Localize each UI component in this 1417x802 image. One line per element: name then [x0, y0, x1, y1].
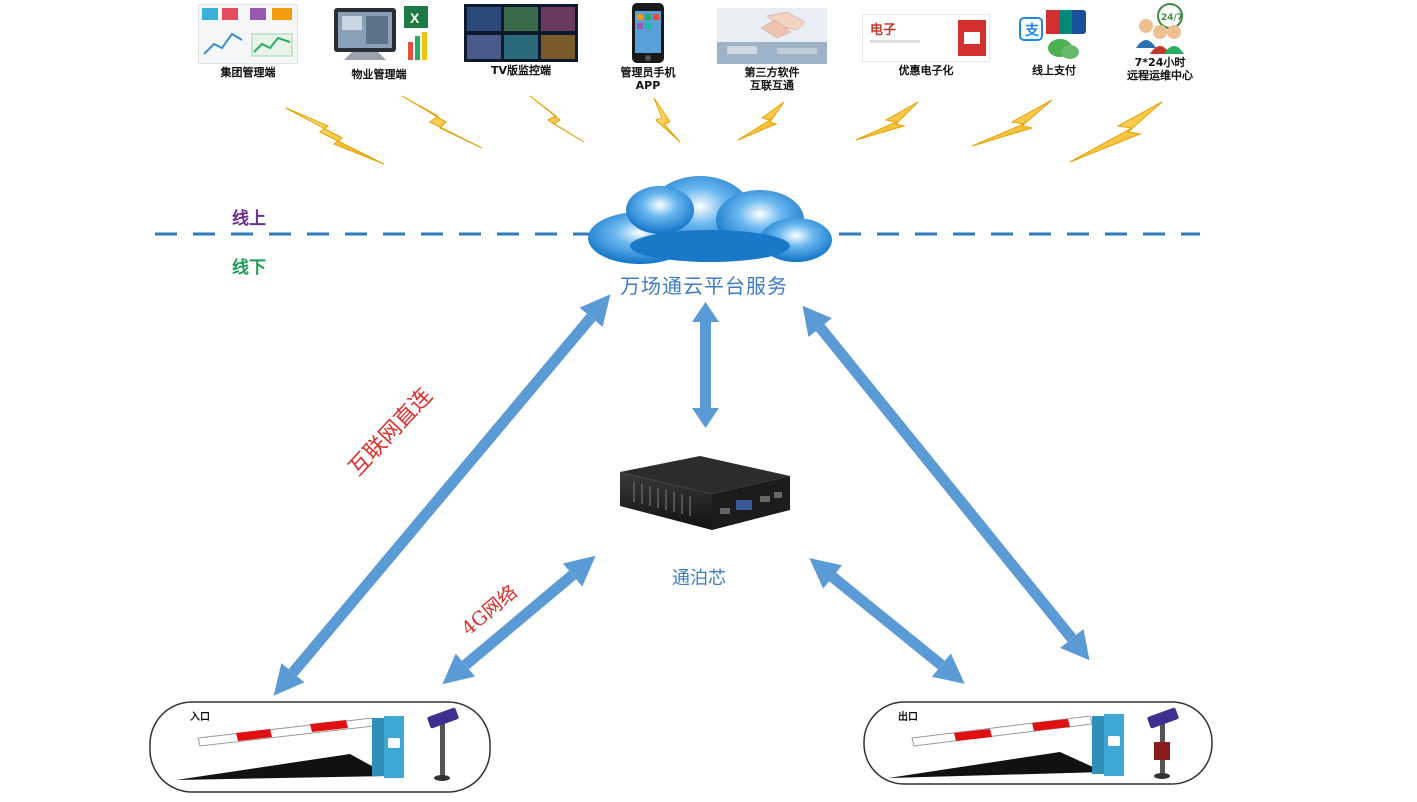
- top-item-group-admin: 集团管理端: [178, 4, 318, 79]
- connection-arrows: [273, 294, 1090, 696]
- handshake-network-icon: [717, 8, 827, 64]
- tv-monitor-wall-icon: [464, 4, 578, 62]
- e-coupon-icon: 电子: [862, 14, 990, 62]
- cloud-device-arrow: [692, 302, 719, 428]
- top-item-ops-center: 24/7 7*24小时 远程运维中心: [1090, 2, 1230, 82]
- top-item-e-coupon: 电子 优惠电子化: [856, 14, 996, 77]
- lightning-icon: [653, 97, 681, 143]
- top-item-third-party: 第三方软件 互联互通: [702, 8, 842, 92]
- payment-logos-icon: 支: [1019, 10, 1086, 59]
- lightning-icon: [401, 95, 483, 149]
- top-label-online-payment: 线上支付: [1032, 64, 1076, 77]
- lightning-icon: [855, 101, 919, 141]
- cloud-icon: [588, 176, 832, 264]
- entrance-gate: [149, 701, 491, 793]
- top-item-mobile-app: 管理员手机 APP: [578, 2, 718, 92]
- lightning-icon: [737, 101, 785, 141]
- device-exit-arrow: [809, 558, 965, 684]
- top-label-mobile-app: 管理员手机 APP: [620, 66, 676, 92]
- top-label-tv-monitor: TV版监控端: [490, 64, 552, 77]
- top-item-tv-monitor: TV版监控端: [451, 4, 591, 77]
- top-item-online-payment: 支 线上支付: [984, 8, 1124, 77]
- lightning-bolts: [285, 95, 1163, 165]
- lightning-icon: [1069, 101, 1163, 163]
- exit-gate: [863, 701, 1213, 785]
- top-item-property-admin: X 物业管理端: [309, 4, 449, 81]
- cloud-platform-label: 万场通云平台服务: [620, 274, 788, 298]
- lightning-icon: [971, 99, 1053, 147]
- network-entrance-arrow: [442, 555, 596, 685]
- top-label-ops-center: 7*24小时 远程运维中心: [1127, 56, 1193, 82]
- dashboard-screens-icon: [198, 4, 298, 64]
- svg-text:电子: 电子: [870, 22, 896, 38]
- mini-pc-box-icon: [620, 456, 790, 530]
- support-team-icon: 24/7: [1136, 3, 1184, 54]
- online-zone-label: 线上: [232, 209, 266, 229]
- direct-exit-arrow: [802, 305, 1090, 661]
- top-label-third-party: 第三方软件 互联互通: [744, 66, 800, 92]
- lightning-icon: [285, 107, 385, 165]
- svg-text:24/7: 24/7: [1161, 13, 1183, 23]
- entrance-label: 入口: [190, 712, 210, 723]
- exit-label: 出口: [898, 712, 918, 723]
- top-label-group-admin: 集团管理端: [220, 66, 276, 79]
- top-label-e-coupon: 优惠电子化: [898, 64, 954, 77]
- direct-entrance-arrow: [273, 294, 611, 696]
- offline-zone-label: 线下: [232, 258, 266, 278]
- top-label-property-admin: 物业管理端: [351, 68, 407, 81]
- device-label: 通泊芯: [672, 568, 726, 589]
- lightning-icon: [529, 95, 585, 143]
- mobile-phone-icon: [632, 3, 664, 63]
- svg-text:支: 支: [1024, 22, 1040, 39]
- monitor-excel-icon: X: [334, 6, 428, 60]
- svg-text:X: X: [410, 10, 420, 26]
